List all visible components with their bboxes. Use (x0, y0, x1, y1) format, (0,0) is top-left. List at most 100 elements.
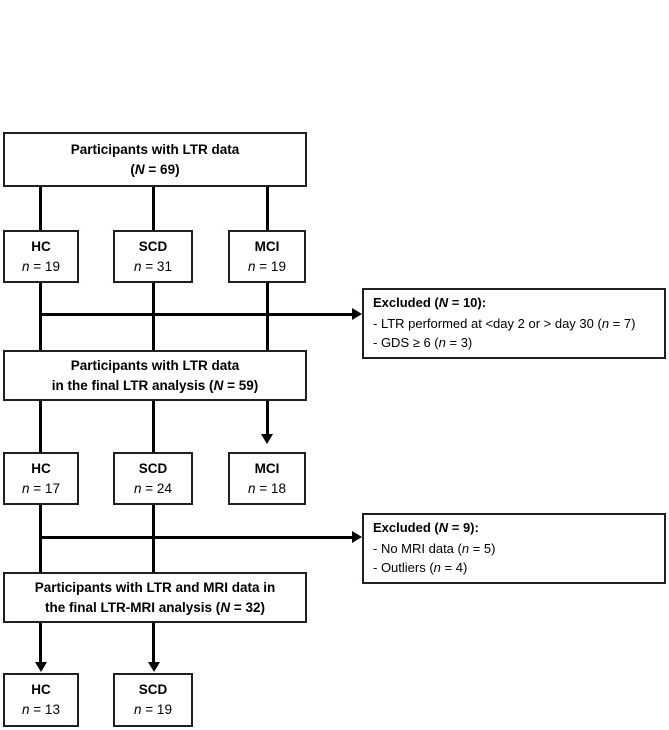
node-top-line2: (N = 69) (130, 160, 179, 180)
exclusion-1-reason: - GDS ≥ 6 (n = 3) (373, 333, 472, 353)
n-value: = 19 (29, 258, 60, 274)
connector-final-to-scd-row3-head (147, 662, 160, 672)
n-symbol: n (22, 702, 30, 717)
n-symbol: n (438, 335, 446, 351)
node-group-mci-row2: MCI n = 18 (228, 452, 306, 505)
connector-mci-row1-to-mid (266, 283, 269, 351)
node-group-hc-row2: HC n = 17 (3, 452, 79, 505)
node-mid-line1: Participants with LTR data (70, 357, 240, 373)
n-symbol: N (438, 520, 449, 536)
exclusion-arrow-2-head (352, 531, 362, 543)
n-symbol: n (134, 702, 142, 717)
node-participants-final-ltr-analysis: Participants with LTR data in the final … (3, 350, 307, 401)
n-symbol: N (220, 599, 231, 615)
group-label: HC (31, 460, 51, 476)
node-group-hc-row1: HC n = 19 (3, 230, 79, 283)
n-value: = 19 (141, 702, 172, 717)
n-value: = 17 (29, 480, 60, 496)
n-value: = 59) (223, 377, 259, 393)
reason-text: - LTR performed at <day 2 or > day 30 ( (373, 315, 602, 331)
n-symbol: N (134, 161, 145, 177)
n-symbol: n (248, 480, 256, 496)
group-label: MCI (254, 238, 280, 254)
connector-top-to-mci (266, 187, 269, 231)
exclusion-arrow-2-line (39, 536, 355, 539)
group-count: n = 24 (134, 479, 172, 499)
n-symbol: N (213, 377, 224, 393)
node-exclusion-2: Excluded (N = 9): - No MRI data (n = 5) … (362, 513, 666, 584)
exclusion-1-title: Excluded (N = 10): (373, 294, 486, 313)
title-suffix: = 10): (448, 295, 487, 311)
node-exclusion-1: Excluded (N = 10): - LTR performed at <d… (362, 288, 666, 359)
n-value: = 31 (141, 258, 172, 274)
group-label: SCD (138, 238, 168, 254)
title-prefix: Excluded ( (373, 520, 439, 536)
connector-mid-to-scd-row2 (152, 401, 155, 452)
title-prefix: Excluded ( (373, 295, 439, 311)
group-count: n = 18 (248, 479, 286, 499)
reason-count: = 3) (445, 335, 473, 351)
connector-hc-row2-to-final (39, 505, 42, 573)
exclusion-2-reason: - No MRI data (n = 5) (373, 539, 495, 559)
connector-scd-row1-to-mid (152, 283, 155, 351)
group-count: n = 19 (134, 700, 172, 720)
reason-count: = 4) (440, 560, 468, 576)
group-label: SCD (138, 682, 168, 698)
reason-count: = 7) (609, 315, 636, 331)
exclusion-arrow-1-head (352, 308, 362, 320)
group-count: n = 19 (22, 257, 60, 277)
n-value: = 32) (230, 599, 265, 615)
n-symbol: n (134, 480, 142, 496)
node-participants-with-ltr-data: Participants with LTR data (N = 69) (3, 132, 307, 187)
connector-scd-row2-to-final (152, 505, 155, 573)
connector-mid-to-mci-row2 (266, 401, 269, 434)
n-symbol: n (433, 560, 441, 576)
node-group-scd-row3: SCD n = 19 (113, 673, 193, 727)
exclusion-1-reason: - LTR performed at <day 2 or > day 30 (n… (373, 314, 635, 334)
n-value: = 24 (141, 480, 172, 496)
exclusion-2-title: Excluded (N = 9): (373, 519, 479, 538)
group-label: HC (31, 682, 51, 698)
group-count: n = 31 (134, 257, 172, 277)
n-symbol: n (248, 258, 256, 274)
n-value: = 13 (29, 702, 60, 717)
n-symbol: n (461, 540, 470, 556)
connector-mid-to-mci-row2-head (261, 434, 273, 444)
connector-final-to-hc-row3 (39, 623, 42, 662)
reason-text: - GDS ≥ 6 ( (373, 335, 439, 351)
node-group-mci-row1: MCI n = 19 (228, 230, 306, 283)
n-symbol: n (22, 480, 30, 496)
exclusion-2-reason: - Outliers (n = 4) (373, 558, 467, 578)
group-label: SCD (138, 460, 168, 476)
line2-prefix: in the final LTR analysis ( (51, 377, 214, 393)
group-label: HC (31, 238, 51, 254)
group-count: n = 13 (22, 700, 60, 720)
n-symbol: n (22, 258, 30, 274)
n-value: = 18 (255, 480, 286, 496)
line2-prefix: the final LTR-MRI analysis ( (45, 599, 221, 615)
node-group-scd-row2: SCD n = 24 (113, 452, 193, 505)
node-top-line1: Participants with LTR data (70, 141, 240, 157)
n-symbol: n (134, 258, 142, 274)
node-mid-line2: in the final LTR analysis (N = 59) (52, 376, 258, 396)
connector-mid-to-hc-row2 (39, 401, 42, 452)
n-value: = 69) (144, 161, 180, 177)
connector-final-to-scd-row3 (152, 623, 155, 662)
node-final-line2: the final LTR-MRI analysis (N = 32) (45, 598, 265, 618)
paren-open: ( (130, 161, 135, 177)
node-final-line1: Participants with LTR and MRI data in (34, 579, 276, 595)
connector-top-to-scd (152, 187, 155, 231)
connector-top-to-hc (39, 187, 42, 231)
node-participants-final-ltr-mri-analysis: Participants with LTR and MRI data in th… (3, 572, 307, 623)
n-symbol: n (601, 315, 610, 331)
title-suffix: = 9): (448, 520, 479, 536)
node-group-hc-row3: HC n = 13 (3, 673, 79, 727)
connector-final-to-hc-row3-head (34, 662, 47, 672)
group-count: n = 17 (22, 479, 60, 499)
reason-text: - Outliers ( (373, 560, 434, 576)
group-label: MCI (254, 460, 280, 476)
node-group-scd-row1: SCD n = 31 (113, 230, 193, 283)
exclusion-arrow-1-line (39, 313, 355, 316)
n-value: = 19 (255, 258, 286, 274)
